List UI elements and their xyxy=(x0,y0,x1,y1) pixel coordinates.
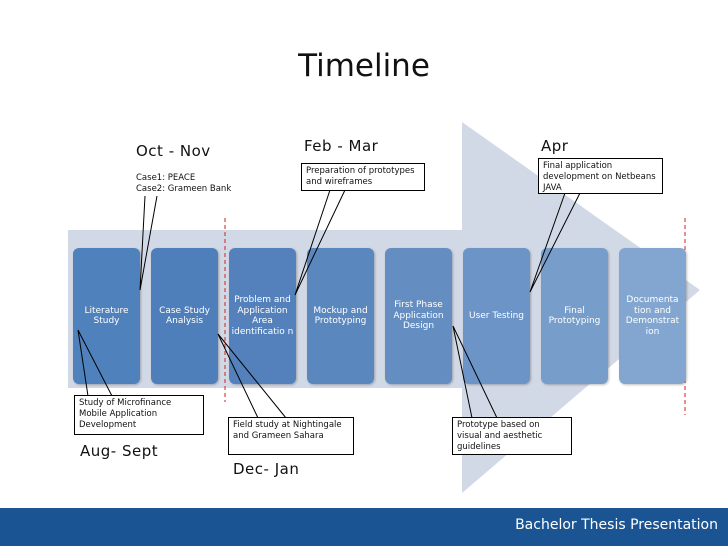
pointer-line xyxy=(217,333,287,419)
callout-prototypes: Preparation of prototypes and wireframes xyxy=(301,163,425,191)
case-note-1: Case1: PEACE xyxy=(136,173,196,183)
callout-prototype-based: Prototype based on visual and aesthetic … xyxy=(452,417,572,455)
step-literature-study: Literature Study xyxy=(73,248,140,384)
step-first-phase-design: First Phase Application Design xyxy=(385,248,452,384)
footer-bar: Bachelor Thesis Presentation xyxy=(0,508,728,546)
pointer-line xyxy=(77,329,113,397)
callout-microfinance: Study of Microfinance Mobile Application… xyxy=(74,395,204,435)
pointer-line xyxy=(294,189,346,296)
period-label-oct-nov: Oct - Nov xyxy=(136,142,211,160)
pointer-line xyxy=(452,325,498,419)
footer-title: Bachelor Thesis Presentation xyxy=(515,517,718,533)
step-case-study-analysis: Case Study Analysis xyxy=(151,248,218,384)
period-label-feb-mar: Feb - Mar xyxy=(304,137,379,155)
case-note-2: Case2: Grameen Bank xyxy=(136,184,232,194)
period-label-aug-sept: Aug- Sept xyxy=(80,442,159,460)
callout-final-app: Final application development on Netbean… xyxy=(538,158,663,194)
step-problem-identification: Problem and Application Area identificat… xyxy=(229,248,296,384)
step-final-prototyping: Final Prototyping xyxy=(541,248,608,384)
page-title: Timeline xyxy=(298,48,430,84)
pointer-line xyxy=(529,192,581,293)
period-label-apr: Apr xyxy=(541,137,569,155)
callout-field-study: Field study at Nightingale and Grameen S… xyxy=(228,417,354,455)
pointer-line xyxy=(139,195,158,291)
step-mockup-prototyping: Mockup and Prototyping xyxy=(307,248,374,384)
period-label-dec-jan: Dec- Jan xyxy=(233,460,300,478)
step-documentation: Documenta tion and Demonstrat ion xyxy=(619,248,686,384)
step-user-testing: User Testing xyxy=(463,248,530,384)
